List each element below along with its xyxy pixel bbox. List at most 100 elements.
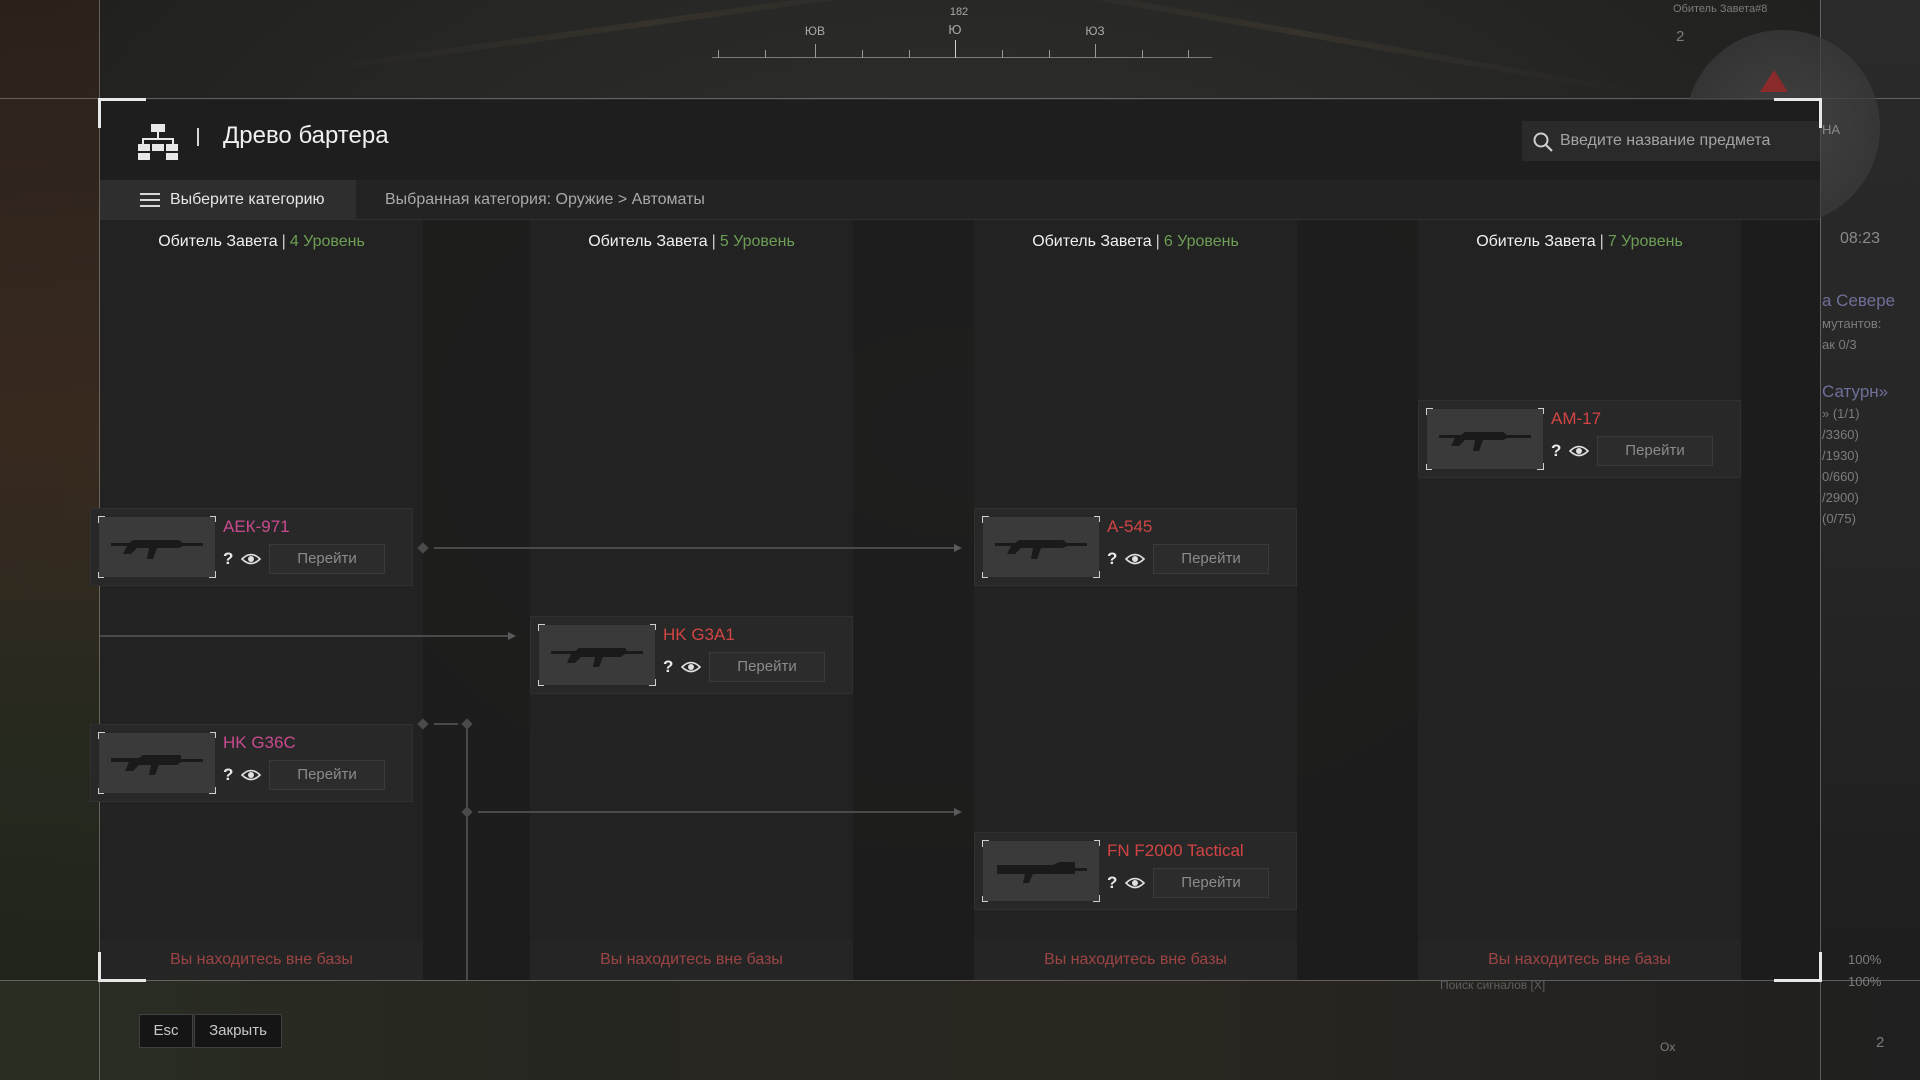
hud-quest1-line: мутантов: [1822, 316, 1882, 331]
item-go-button[interactable]: Перейти [1597, 436, 1713, 466]
hud-quest2-line: 0/660) [1822, 469, 1859, 484]
compass: 182 ЮВ Ю ЮЗ [712, 6, 1212, 58]
item-go-button[interactable]: Перейти [709, 652, 825, 682]
hud-quest1-title: а Севере [1822, 291, 1896, 310]
item-info-button[interactable]: ? [663, 657, 674, 676]
search-icon [1533, 132, 1553, 152]
hud-stat2: 100% [1848, 974, 1882, 989]
eye-icon[interactable] [241, 551, 261, 567]
item-info-button[interactable]: ? [223, 765, 234, 784]
column-footer: Вы находитесь вне базы [100, 940, 423, 980]
rifle-icon [111, 540, 203, 559]
column-location: Обитель Завета [1476, 233, 1596, 250]
item-name: HK G3A1 [663, 625, 735, 644]
item-name: АМ-17 [1551, 409, 1602, 428]
compass-label-s: Ю [948, 22, 962, 37]
hud-signal-search: Поиск сигналов [X] [1440, 978, 1546, 992]
item-card-hkg36c: HK G36C ? Перейти [90, 724, 413, 802]
column-level: 5 Уровень [719, 233, 795, 250]
compass-tick [909, 50, 910, 58]
hud-players: 2 [1676, 28, 1685, 45]
compass-label-se: ЮВ [804, 24, 826, 38]
background-scene-left [0, 0, 100, 1080]
barter-tree-window: Древо бартера Выберите категорию Выбранн… [90, 100, 1820, 980]
select-category-button[interactable]: Выберите категорию [100, 180, 356, 220]
connector-arrow-icon [508, 632, 516, 640]
connector-line [466, 728, 468, 980]
rifle-icon [997, 862, 1087, 883]
esc-key-button[interactable]: Esc [139, 1014, 193, 1048]
connector-line [478, 811, 954, 813]
column-header: Обитель Завета|4 Уровень [158, 233, 365, 250]
item-thumbnail [98, 516, 216, 578]
connector-line [434, 547, 954, 549]
item-card-am17: АМ-17 ? Перейти [1418, 400, 1741, 478]
hud-quest1-line: ак 0/3 [1822, 337, 1857, 352]
hud-quest2-line: /3360) [1822, 427, 1859, 442]
item-thumbnail [98, 732, 216, 794]
connector-arrow-icon [954, 808, 962, 816]
item-card-a545: А-545 ? Перейти [974, 508, 1297, 586]
window-title: Древо бартера [223, 122, 389, 149]
hud-quest2-line: (0/75) [1822, 511, 1856, 526]
compass-tick [1002, 50, 1003, 58]
item-name: АЕК-971 [223, 517, 290, 536]
item-thumbnail [538, 624, 656, 686]
close-button[interactable]: Закрыть [194, 1014, 282, 1048]
level-column-4: Обитель Завета|4 Уровень Вы находитесь в… [100, 220, 423, 980]
hud-count: 2 [1876, 1034, 1885, 1051]
column-level: 4 Уровень [289, 233, 365, 250]
hud-time: 08:23 [1840, 230, 1881, 247]
item-info-button[interactable]: ? [1551, 441, 1562, 460]
item-card-fnf2000: FN F2000 Tactical ? Перейти [974, 832, 1297, 910]
rifle-icon [551, 648, 643, 667]
column-footer: Вы находитесь вне базы [530, 940, 853, 980]
item-name: А-545 [1107, 517, 1153, 536]
column-header: Обитель Завета|6 Уровень [1032, 233, 1239, 250]
item-info-button[interactable]: ? [1107, 549, 1118, 568]
item-go-button[interactable]: Перейти [1153, 544, 1269, 574]
column-header: Обитель Завета|5 Уровень [588, 233, 795, 250]
window-corner [1774, 98, 1822, 128]
hud-location: Обитель Завета#8 [1673, 3, 1768, 15]
selected-category: Выбранная категория: Оружие > Автоматы [385, 191, 705, 208]
compass-baseline [712, 57, 1212, 58]
compass-tick [1049, 50, 1050, 58]
item-go-button[interactable]: Перейти [1153, 868, 1269, 898]
item-name: FN F2000 Tactical [1107, 841, 1244, 860]
eye-icon[interactable] [241, 767, 261, 783]
column-footer: Вы находитесь вне базы [974, 940, 1297, 980]
compass-label-sw: ЮЗ [1085, 24, 1105, 38]
rifle-icon [1439, 432, 1531, 451]
eye-icon[interactable] [681, 659, 701, 675]
window-header: Древо бартера [100, 100, 1820, 180]
item-info-button[interactable]: ? [1107, 873, 1118, 892]
connector-arrow-icon [954, 544, 962, 552]
eye-icon[interactable] [1125, 551, 1145, 567]
compass-tick [815, 44, 816, 58]
eye-icon[interactable] [1125, 875, 1145, 891]
compass-tick [862, 50, 863, 58]
connector-node [461, 806, 473, 818]
column-location: Обитель Завета [158, 233, 278, 250]
select-category-label: Выберите категорию [170, 191, 325, 208]
item-name: HK G36C [223, 733, 296, 752]
eye-icon[interactable] [1569, 443, 1589, 459]
item-go-button[interactable]: Перейти [269, 760, 385, 790]
hud-ox: Ox [1660, 1040, 1676, 1054]
minimap-marker-icon [1760, 70, 1788, 92]
hud-stat1: 100% [1848, 952, 1882, 967]
compass-tick [1142, 50, 1143, 58]
hud-quest2-line: /2900) [1822, 490, 1859, 505]
menu-icon [140, 193, 160, 207]
column-location: Обитель Завета [1032, 233, 1152, 250]
search-box[interactable] [1522, 121, 1820, 161]
item-info-button[interactable]: ? [223, 549, 234, 568]
item-go-button[interactable]: Перейти [269, 544, 385, 574]
item-thumbnail [982, 516, 1100, 578]
search-input[interactable] [1560, 121, 1810, 161]
background-scene-bottom [0, 980, 1920, 1080]
compass-tick [718, 50, 719, 58]
item-thumbnail [982, 840, 1100, 902]
title-separator [197, 128, 199, 146]
